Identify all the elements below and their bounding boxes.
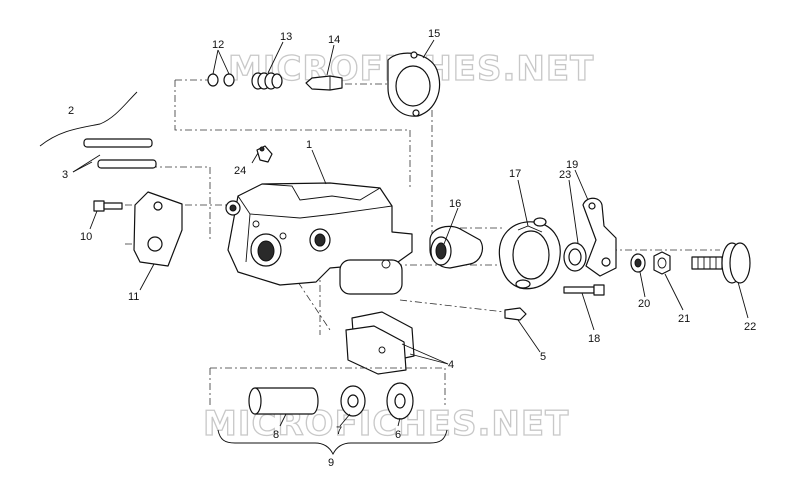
hex-nut bbox=[653, 251, 671, 275]
bolt bbox=[93, 200, 123, 212]
bleeder-screw bbox=[504, 307, 527, 321]
callout-11: 11 bbox=[128, 291, 139, 303]
bracket-9 bbox=[217, 429, 448, 456]
spacer-set bbox=[209, 367, 446, 420]
callout-10: 10 bbox=[80, 231, 92, 243]
leader-lines bbox=[72, 39, 749, 427]
pin-group bbox=[39, 91, 157, 169]
callout-6: 6 bbox=[395, 429, 401, 441]
callout-7: 7 bbox=[336, 425, 342, 437]
callout-15: 15 bbox=[428, 28, 440, 40]
alignment-lines bbox=[125, 79, 720, 335]
callout-22: 22 bbox=[744, 321, 756, 333]
callout-17: 17 bbox=[509, 168, 521, 180]
brake-pads bbox=[345, 311, 415, 375]
caliper-body bbox=[225, 182, 413, 295]
actuating-lever bbox=[582, 197, 617, 277]
flat-washer bbox=[630, 253, 646, 273]
callout-16: 16 bbox=[449, 198, 461, 210]
callout-19: 19 bbox=[566, 159, 578, 171]
callout-12: 12 bbox=[212, 39, 224, 51]
callout-5: 5 bbox=[540, 351, 546, 363]
callout-21: 21 bbox=[678, 313, 690, 325]
callout-8: 8 bbox=[273, 429, 279, 441]
callout-13: 13 bbox=[280, 31, 292, 43]
ring-washer bbox=[563, 242, 587, 272]
callout-23: 23 bbox=[559, 169, 571, 181]
adjuster-housing bbox=[498, 217, 561, 290]
gasket bbox=[387, 51, 441, 117]
caliper-piston bbox=[429, 225, 483, 269]
adjuster-knob bbox=[691, 242, 751, 284]
callout-1: 1 bbox=[306, 139, 312, 151]
callout-24: 24 bbox=[234, 165, 246, 177]
callout-4: 4 bbox=[448, 359, 454, 371]
mounting-plate bbox=[133, 191, 183, 267]
seal-stack bbox=[251, 72, 283, 90]
piston bbox=[305, 75, 343, 91]
callout-3: 3 bbox=[62, 169, 68, 181]
screw bbox=[563, 284, 605, 296]
callout-labels: 1 2 3 4 5 6 7 8 9 10 11 12 13 14 15 16 1… bbox=[62, 28, 756, 469]
callout-18: 18 bbox=[588, 333, 600, 345]
o-rings bbox=[207, 73, 235, 87]
callout-2: 2 bbox=[68, 105, 74, 117]
callout-20: 20 bbox=[638, 298, 650, 310]
callout-14: 14 bbox=[328, 34, 340, 46]
callout-9: 9 bbox=[328, 457, 334, 469]
bleeder-fitting bbox=[256, 145, 273, 163]
